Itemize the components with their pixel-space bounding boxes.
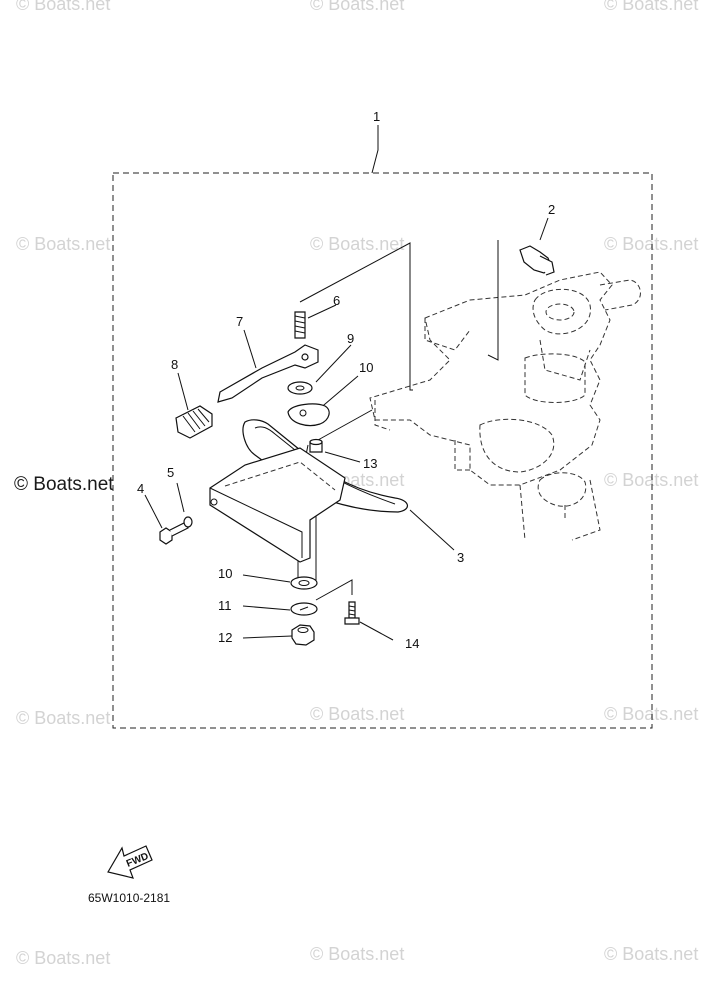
leader-lines <box>144 217 549 641</box>
watermark: © Boats.net <box>16 234 110 254</box>
callout-9: 9 <box>347 331 354 346</box>
callout-3: 3 <box>457 550 464 565</box>
watermark: © Boats.net <box>604 0 698 14</box>
watermark: © Boats.net <box>16 948 110 968</box>
washer <box>287 381 313 395</box>
washer-lower-hole <box>298 580 310 586</box>
collar-top <box>309 438 323 446</box>
watermark: © Boats.net <box>604 944 698 964</box>
watermark: © Boats.net <box>310 704 404 724</box>
callout-7: 7 <box>236 314 243 329</box>
watermark: © Boats.net <box>310 944 404 964</box>
callout-12: 12 <box>218 630 232 645</box>
watermark: © Boats.net <box>604 704 698 724</box>
washer-hole <box>295 385 305 391</box>
callout-2: 2 <box>548 202 555 217</box>
bolt <box>159 521 189 545</box>
throttle-lever <box>217 344 319 403</box>
watermark: © Boats.net <box>310 0 404 14</box>
washer-lower <box>290 576 318 590</box>
fwd-arrow-icon: FWD <box>107 845 153 879</box>
plate-upper <box>287 403 330 427</box>
screw <box>344 601 360 625</box>
callout-11: 11 <box>218 598 232 613</box>
watermark: © Boats.net <box>604 470 698 490</box>
callout-8: 8 <box>171 357 178 372</box>
callout-1: 1 <box>373 109 380 124</box>
callout-4: 4 <box>137 481 144 496</box>
watermark: © Boats.net <box>310 234 404 254</box>
assembly-frame <box>112 172 653 729</box>
leader-1 <box>371 125 379 174</box>
watermark: © Boats.net <box>16 708 110 728</box>
bracket-plate <box>209 419 408 563</box>
grip-pad <box>175 405 213 439</box>
watermark: © Boats.net <box>604 234 698 254</box>
watermark: © Boats.net <box>16 0 110 14</box>
stud-bolt <box>294 311 306 339</box>
engine-bracket-outline <box>369 271 641 541</box>
callout-14: 14 <box>405 636 419 651</box>
callout-6: 6 <box>333 293 340 308</box>
callout-13: 13 <box>363 456 377 471</box>
callout-10-lower: 10 <box>218 566 232 581</box>
wave-washer-slot <box>299 606 309 611</box>
grease-nipple <box>519 245 555 276</box>
callout-10-upper: 10 <box>359 360 373 375</box>
spring-washer <box>183 516 193 528</box>
hex-nut <box>291 624 315 646</box>
plate-upper-hole <box>299 409 307 417</box>
watermark-strong: © Boats.net <box>14 474 114 495</box>
callout-5: 5 <box>167 465 174 480</box>
watermark-layer: © Boats.net © Boats.net © Boats.net © Bo… <box>14 0 698 968</box>
callout-labels: 1 2 3 4 5 6 7 8 9 10 13 10 11 12 14 <box>137 109 555 651</box>
diagram-code: 65W1010-2181 <box>88 891 170 905</box>
